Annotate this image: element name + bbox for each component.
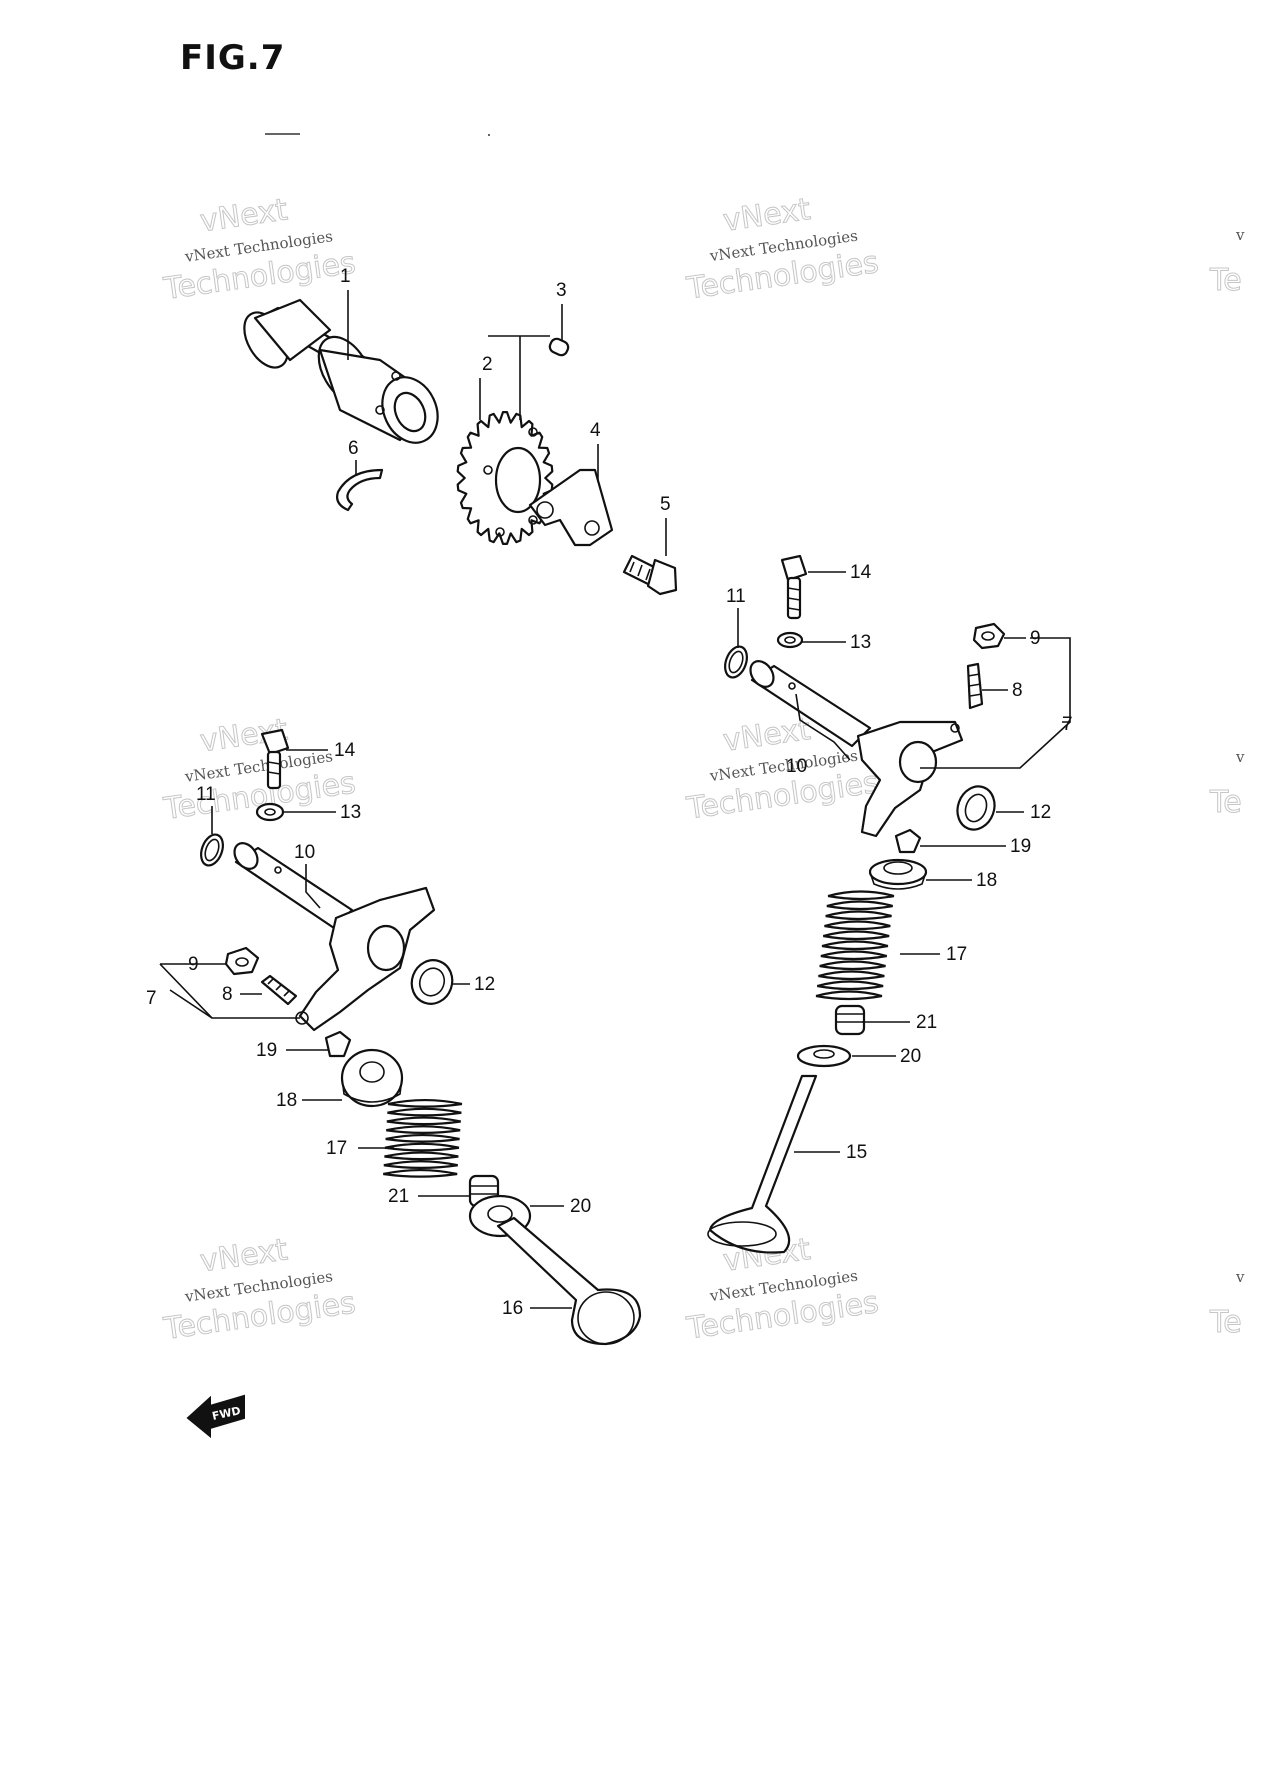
clip-part (336, 468, 384, 512)
callout-3: 3 (556, 280, 567, 301)
right-rocker-arm-part (856, 720, 964, 838)
cam-bolt-part (622, 554, 678, 596)
leader-lines (159, 290, 1071, 1309)
fwd-arrow-icon: FWD (186, 1394, 245, 1439)
callout-r8: 8 (1012, 680, 1023, 701)
callout-r7: 7 (1062, 714, 1073, 735)
right-rocker-bolt-part (780, 554, 808, 620)
right-oilseal-12-part (956, 785, 996, 831)
callout-r11: 11 (726, 586, 746, 607)
figure-title: FIG.7 (180, 38, 286, 78)
svg-text:v: v (1235, 226, 1245, 244)
callout-l18: 18 (276, 1090, 297, 1111)
right-cotter-19-part (894, 828, 922, 854)
left-oring-11-part (200, 833, 224, 867)
left-retainer-18-part (340, 1048, 404, 1108)
callout-l11: 11 (196, 784, 216, 805)
svg-text:vNext: vNext (198, 1232, 290, 1279)
callout-l19: 19 (256, 1040, 277, 1061)
watermark-bottom-left: vNext Technologies vNext Technologies (161, 1232, 359, 1348)
right-seat-20-part (796, 1044, 852, 1068)
left-rocker-arm-part (295, 886, 436, 1032)
callout-2: 2 (482, 354, 493, 375)
right-adjuster-8-part (966, 662, 984, 710)
left-valve-16-part (496, 1216, 642, 1346)
left-washer-13-part (255, 802, 285, 822)
callout-4: 4 (590, 420, 601, 441)
svg-text:v: v (1235, 748, 1245, 766)
left-oilseal-12-part (410, 959, 454, 1005)
callout-r18: 18 (976, 870, 997, 891)
callout-r9: 9 (1030, 628, 1041, 649)
left-rocker-bolt-part (260, 728, 290, 790)
callout-r10: 10 (786, 756, 807, 777)
callout-l16: 16 (502, 1298, 523, 1319)
callout-l12: 12 (474, 974, 495, 995)
callout-l10: 10 (294, 842, 315, 863)
callout-r13: 13 (850, 632, 871, 653)
right-retainer-18-part (868, 858, 928, 890)
right-stemseal-21-part (834, 1004, 866, 1036)
dowel-pin-part (548, 337, 570, 357)
callout-l9: 9 (188, 954, 199, 975)
callout-r20: 20 (900, 1046, 921, 1067)
callout-l21: 21 (388, 1186, 409, 1207)
watermark-mid-left: vNext Technologies vNext Technologies (161, 712, 359, 828)
callout-r19: 19 (1010, 836, 1031, 857)
left-spring-17-part (382, 1099, 463, 1178)
svg-text:FWD: FWD (211, 1404, 242, 1423)
right-rocker-shaft-part (749, 660, 872, 748)
svg-text:Te: Te (1209, 263, 1242, 298)
callout-r17: 17 (946, 944, 967, 965)
scan-marks (265, 133, 490, 136)
callout-l17: 17 (326, 1138, 347, 1159)
camshaft-part (243, 298, 439, 444)
callout-6: 6 (348, 438, 359, 459)
plate-part (528, 468, 614, 547)
callout-r21: 21 (916, 1012, 937, 1033)
right-washer-13-part (776, 631, 804, 649)
svg-text:Te: Te (1209, 1305, 1242, 1340)
sprocket-part (456, 411, 554, 545)
callout-labels: 1 2 3 4 5 6 14 13 11 9 8 7 10 12 19 18 1… (146, 266, 1073, 1319)
callout-l13: 13 (340, 802, 361, 823)
watermark-top-right: vNext Technologies vNext Technologies (684, 191, 882, 307)
callout-l14: 14 (334, 740, 356, 761)
callout-5: 5 (660, 494, 671, 515)
callout-r15: 15 (846, 1142, 867, 1163)
svg-text:vNext: vNext (198, 192, 290, 239)
left-rocker-shaft-part (233, 842, 354, 930)
left-nut-9-part (224, 946, 260, 976)
right-oring-11-part (724, 645, 748, 679)
callout-1: 1 (340, 266, 351, 287)
callout-l8: 8 (222, 984, 233, 1005)
callout-r12: 12 (1030, 802, 1051, 823)
svg-text:vNext: vNext (721, 192, 813, 239)
svg-text:Te: Te (1209, 785, 1242, 820)
watermark-edge: v Te v Te v Te (1209, 226, 1246, 1341)
watermark-top-left: vNext Technologies vNext Technologies (161, 192, 359, 308)
callout-l20: 20 (570, 1196, 591, 1217)
left-adjuster-8-part (260, 974, 298, 1006)
svg-text:v: v (1235, 1268, 1245, 1286)
callout-l7: 7 (146, 988, 157, 1009)
left-cotter-19-part (324, 1030, 352, 1058)
right-valve-15-part (707, 1074, 818, 1254)
right-nut-9-part (972, 622, 1006, 650)
right-spring-17-part (815, 890, 895, 1001)
callout-r14: 14 (850, 562, 872, 583)
